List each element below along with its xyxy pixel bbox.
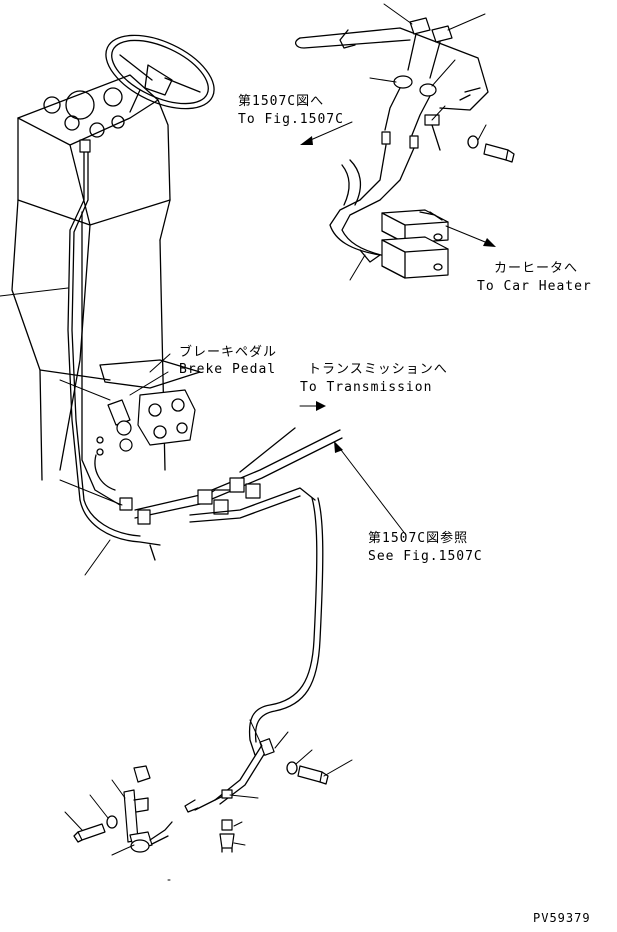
transmission-harness (134, 427, 343, 525)
car-heater-label-en: To Car Heater (477, 279, 592, 294)
leader-lines (0, 3, 487, 881)
car-heater-label-ja: カーヒータへ (494, 261, 579, 276)
transmission-label-en: To Transmission (300, 380, 433, 395)
upper-switch-assembly (295, 17, 515, 257)
to-fig-1507c-label-en: To Fig.1507C (238, 112, 344, 127)
see-fig-1507c-label-ja: 第1507C図参照 (368, 531, 469, 546)
lower-sensor-assembly (73, 765, 235, 853)
see-fig-1507c-label-en: See Fig.1507C (368, 549, 483, 564)
brake-pedal-label-ja: ブレーキペダル (179, 345, 278, 360)
brake-pedal-label-en: Breke Pedal (179, 362, 277, 377)
column-harness (67, 139, 161, 561)
pointer-arrows (299, 121, 496, 536)
lower-cable (184, 497, 329, 813)
car-heater-resistors (359, 209, 449, 279)
to-fig-1507c-label-ja: 第1507C図へ (238, 94, 325, 109)
steering-console (11, 34, 215, 481)
transmission-label-ja: トランスミッションへ (308, 362, 448, 377)
drawing-number: PV59379 (533, 911, 591, 925)
brake-pedal-valve (94, 359, 201, 511)
